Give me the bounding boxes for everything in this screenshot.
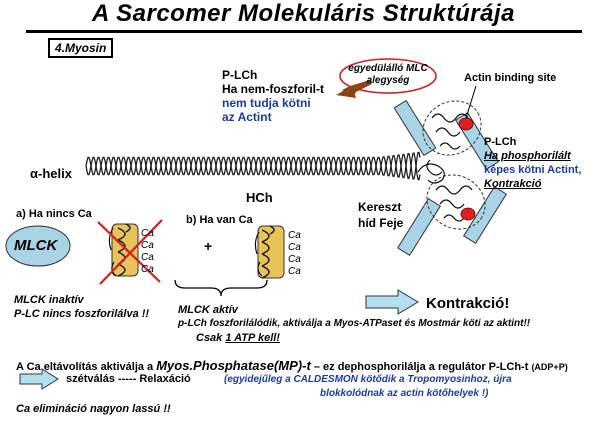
bottom-line1: A Ca eltávolítás aktiválja a Myos.Phosph… (16, 358, 568, 373)
plch-right-line2: Ha phosphorilált (484, 150, 571, 162)
callout-line2: alegység (366, 75, 410, 86)
plch-top-line1: P-LCh (222, 68, 258, 82)
head-coils (417, 113, 473, 222)
mlck-active-line2: p-LCh foszforilálódik, aktiválja a Myos-… (178, 318, 531, 329)
ca-label-b1: Ca (288, 230, 301, 241)
plch-top-line3: nem tudja kötni (222, 96, 311, 110)
alpha-helix-label: α-helix (30, 166, 72, 181)
case-b-label: b) Ha van Ca (186, 214, 253, 226)
mlck-active-line3: Csak 1 ATP kell! (196, 332, 280, 344)
relaxacio-arrow (19, 368, 59, 390)
kereszt-line2: híd Feje (358, 216, 404, 230)
plch-top-line2: Ha nem-foszforil-t (222, 82, 324, 96)
plch-right-line3: képes kötni Actint, (484, 164, 582, 176)
ca-label-a4: Ca (141, 264, 154, 275)
kontrakcio-label: Kontrakció! (426, 295, 510, 312)
hch-label: HCh (246, 190, 273, 205)
plch-top-line4: az Actint (222, 110, 272, 124)
ca-label-b3: Ca (288, 254, 301, 265)
bottom-line2b: (egyidejűleg a CALDESMON kötődik a Tropo… (224, 374, 512, 385)
plch-right-line4: Kontrakció (484, 178, 542, 190)
plus-sign: + (204, 238, 213, 254)
bottom-line3: blokkolódnak az actin kötőhelyek !) (320, 388, 489, 399)
mlck-active-line1: MLCK aktív (178, 304, 238, 316)
plch-right-line1: P-LCh (484, 136, 517, 148)
bottom-line2a: szétválás ----- Relaxáció (66, 373, 191, 385)
actin-binding-site-label: Actin binding site (464, 72, 557, 84)
case-b-brace (174, 279, 268, 297)
myosin-heads (422, 100, 486, 230)
ca-label-b2: Ca (288, 242, 301, 253)
mlck-ellipse (5, 225, 71, 267)
mlck-inactive-line1: MLCK inaktív (14, 294, 84, 306)
section-label: 4.Myosin (48, 38, 114, 58)
case-b-lc (254, 225, 285, 279)
case-a-label: a) Ha nincs Ca (16, 208, 92, 220)
ca-label-b4: Ca (288, 266, 301, 277)
alpha-helix-tail (85, 151, 421, 181)
binding-site-pointer (465, 85, 477, 119)
mlck-label: MLCK (14, 237, 58, 254)
case-a-lc (97, 219, 163, 285)
kereszt-line1: Kereszt (358, 200, 402, 214)
callout-arrow (336, 80, 372, 98)
ca-label-a3: Ca (141, 252, 154, 263)
page-title: A Sarcomer Molekuláris Struktúrája (92, 0, 515, 27)
ca-label-a1: Ca (141, 228, 154, 239)
mlck-inactive-line2: P-LC nincs foszforilálva !! (14, 308, 150, 320)
bottom-line4: Ca elimináció nagyon lassú !! (16, 403, 171, 415)
ca-label-a2: Ca (141, 240, 154, 251)
title-underline (26, 30, 582, 33)
callout-line1: egyedülálló MLC (348, 63, 428, 74)
kontrakcio-arrow (365, 289, 419, 315)
